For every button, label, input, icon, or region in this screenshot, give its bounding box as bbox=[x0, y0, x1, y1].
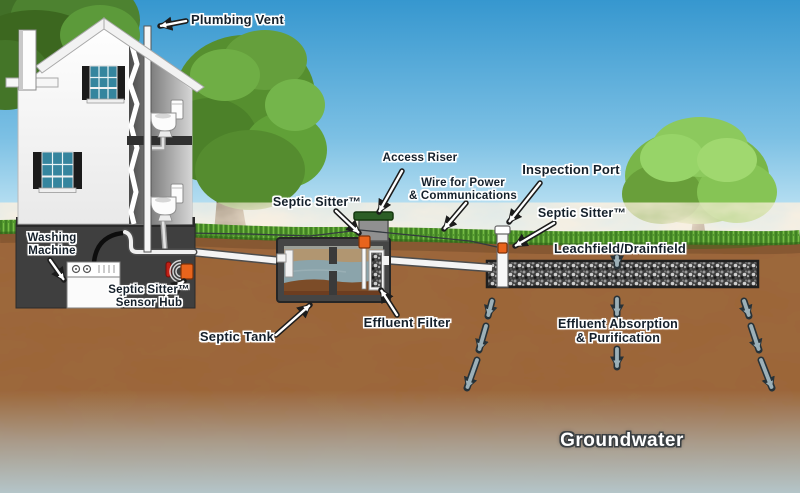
outlet-pipe-tank-to-leachfield bbox=[385, 255, 493, 273]
inlet-stub bbox=[276, 253, 287, 263]
house bbox=[5, 17, 205, 309]
port-cap bbox=[494, 225, 511, 235]
second-floor-slab bbox=[127, 136, 192, 145]
washer-drain-hose bbox=[91, 230, 124, 263]
groundwater-zone bbox=[0, 390, 800, 493]
roof-left-slope bbox=[35, 17, 105, 74]
inspection-port bbox=[494, 225, 511, 288]
sewer-pipe-house-to-tank bbox=[192, 247, 282, 266]
label-plumbing-vent: Plumbing Vent bbox=[191, 12, 284, 27]
window-upper bbox=[82, 65, 125, 104]
tank-baffle bbox=[329, 247, 337, 264]
septic-sitter-sensor-port bbox=[497, 242, 508, 254]
leachfield-gravel-bed bbox=[485, 259, 760, 289]
label-pointer-arrows bbox=[47, 16, 557, 338]
washing-machine bbox=[66, 261, 121, 309]
septic-sitter-sensor-hub bbox=[180, 263, 194, 280]
label-wire-power: Wire for Power& Communications bbox=[409, 177, 517, 203]
sensor-rod bbox=[361, 245, 367, 290]
label-effluent-filter: Effluent Filter bbox=[363, 315, 451, 330]
label-effluent-absorption: Effluent Absorption& Purification bbox=[558, 317, 678, 346]
inlet-tee-pipe bbox=[284, 249, 294, 278]
plumbing-vent-stack bbox=[143, 25, 152, 253]
label-access-riser: Access Riser bbox=[382, 152, 458, 164]
tree-behind-house bbox=[162, 30, 327, 232]
label-septic-tank: Septic Tank bbox=[199, 329, 275, 344]
label-inspection-port: Inspection Port bbox=[522, 162, 620, 177]
access-riser-lid bbox=[353, 211, 394, 221]
effluent-flow-arrows bbox=[463, 253, 776, 392]
window-lower bbox=[33, 151, 82, 193]
tank-baffle bbox=[329, 271, 337, 295]
label-septic-sitter-leachfield: Septic Sitter™ bbox=[537, 206, 627, 220]
label-groundwater: Groundwater bbox=[560, 430, 684, 451]
label-septic-sitter-tank: Septic Sitter™ bbox=[272, 195, 362, 209]
tree-right bbox=[622, 117, 777, 246]
septic-tank bbox=[276, 211, 394, 303]
label-leachfield: Leachfield/Drainfield bbox=[553, 241, 687, 256]
septic-sitter-sensor-tank bbox=[358, 235, 371, 249]
